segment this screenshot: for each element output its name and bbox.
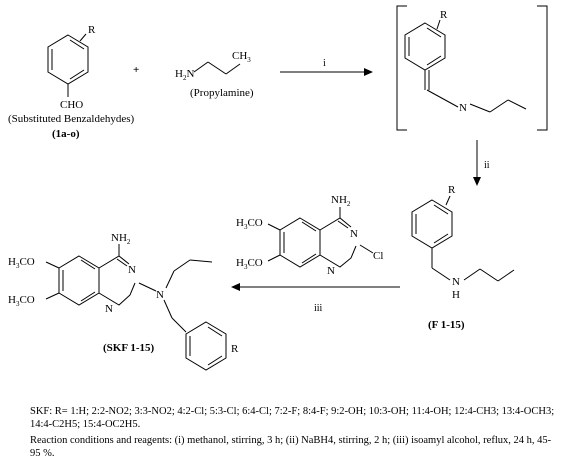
propylamine-chain [193,61,241,75]
cq-nh-sub: 2 [347,200,351,208]
f-r-label: R [448,184,456,196]
step-ii-label: ii [484,160,490,171]
cq-cl: Cl [373,250,383,262]
benzaldehyde-labels: R CHO (Substituted Benzaldehydes) (1a-o) [8,24,135,140]
p-ome2-co: CO [19,294,34,306]
chloroquinazoline-structure [267,207,374,268]
benzaldehyde-r-label: R [88,24,96,36]
bracket-right [537,5,548,131]
p-r-label: R [231,343,239,355]
svg-text:NH2: NH2 [331,194,351,208]
skf-substituent-list: SKF: R= 1:H; 2:2-NO2; 3:3-NO2; 4:2-Cl; 5… [30,406,555,430]
benzylamine-structure [411,195,515,282]
svg-text:H3CO: H3CO [8,256,35,270]
svg-text:H3CO: H3CO [236,217,263,231]
reaction-conditions: Reaction conditions and reagents: (i) me… [30,435,552,459]
p-ome1-co: CO [19,256,34,268]
cq-n1: N [350,228,358,240]
scheme-caption: SKF: R= 1:H; 2:2-NO2; 3:3-NO2; 4:2-Cl; 5… [30,405,555,463]
propylamine-labels: H2N CH3 (Propylamine) [175,50,254,99]
cq-ome2-h: H [236,257,244,269]
product-structure [45,244,227,371]
ch3-sub: 3 [247,56,251,64]
scheme-drawing: R CHO (Substituted Benzaldehydes) (1a-o)… [8,5,548,371]
p-nh-sub: 2 [127,238,131,246]
step-iii-label: iii [314,303,323,314]
cq-ome2-co: CO [247,257,262,269]
p-nh: NH [111,232,127,244]
bracket-left [396,5,407,131]
svg-text:CH3: CH3 [232,50,251,64]
benzaldehyde-ring [47,33,89,97]
imine-n-label: N [459,102,467,114]
p-n2: N [105,303,113,315]
ch3-c: CH [232,50,247,62]
product-code: (SKF 1-15) [103,342,155,354]
f-code: (F 1-15) [428,319,465,331]
p-ome2-sub: 3 [16,300,20,308]
cq-ome1-co: CO [247,217,262,229]
cq-n2: N [327,265,335,277]
f-h-label: H [452,289,460,301]
h2n-h: H [175,68,183,80]
p-chain-n: N [156,289,164,301]
p-ome2-h: H [8,294,16,306]
step-i-label: i [323,58,326,69]
cq-nh: NH [331,194,347,206]
svg-text:H3CO: H3CO [236,257,263,271]
svg-text:H2N: H2N [175,68,194,82]
svg-text:NH2: NH2 [111,232,131,246]
h2n-sub: 2 [183,74,187,82]
propylamine-name: (Propylamine) [190,87,254,99]
plus-sign: + [133,64,139,76]
svg-text:H3CO: H3CO [8,294,35,308]
f-n-label: N [452,276,460,288]
benzaldehyde-code: (1a-o) [52,128,80,140]
p-ome1-h: H [8,256,16,268]
imine-structure [404,19,527,113]
benzaldehyde-name: (Substituted Benzaldehydes) [8,113,135,125]
cho-label: CHO [60,99,83,111]
p-n1: N [128,264,136,276]
cq-ome1-h: H [236,217,244,229]
h2n-n: N [186,68,194,80]
imine-r-label: R [440,9,448,21]
p-ome1-sub: 3 [16,262,20,270]
